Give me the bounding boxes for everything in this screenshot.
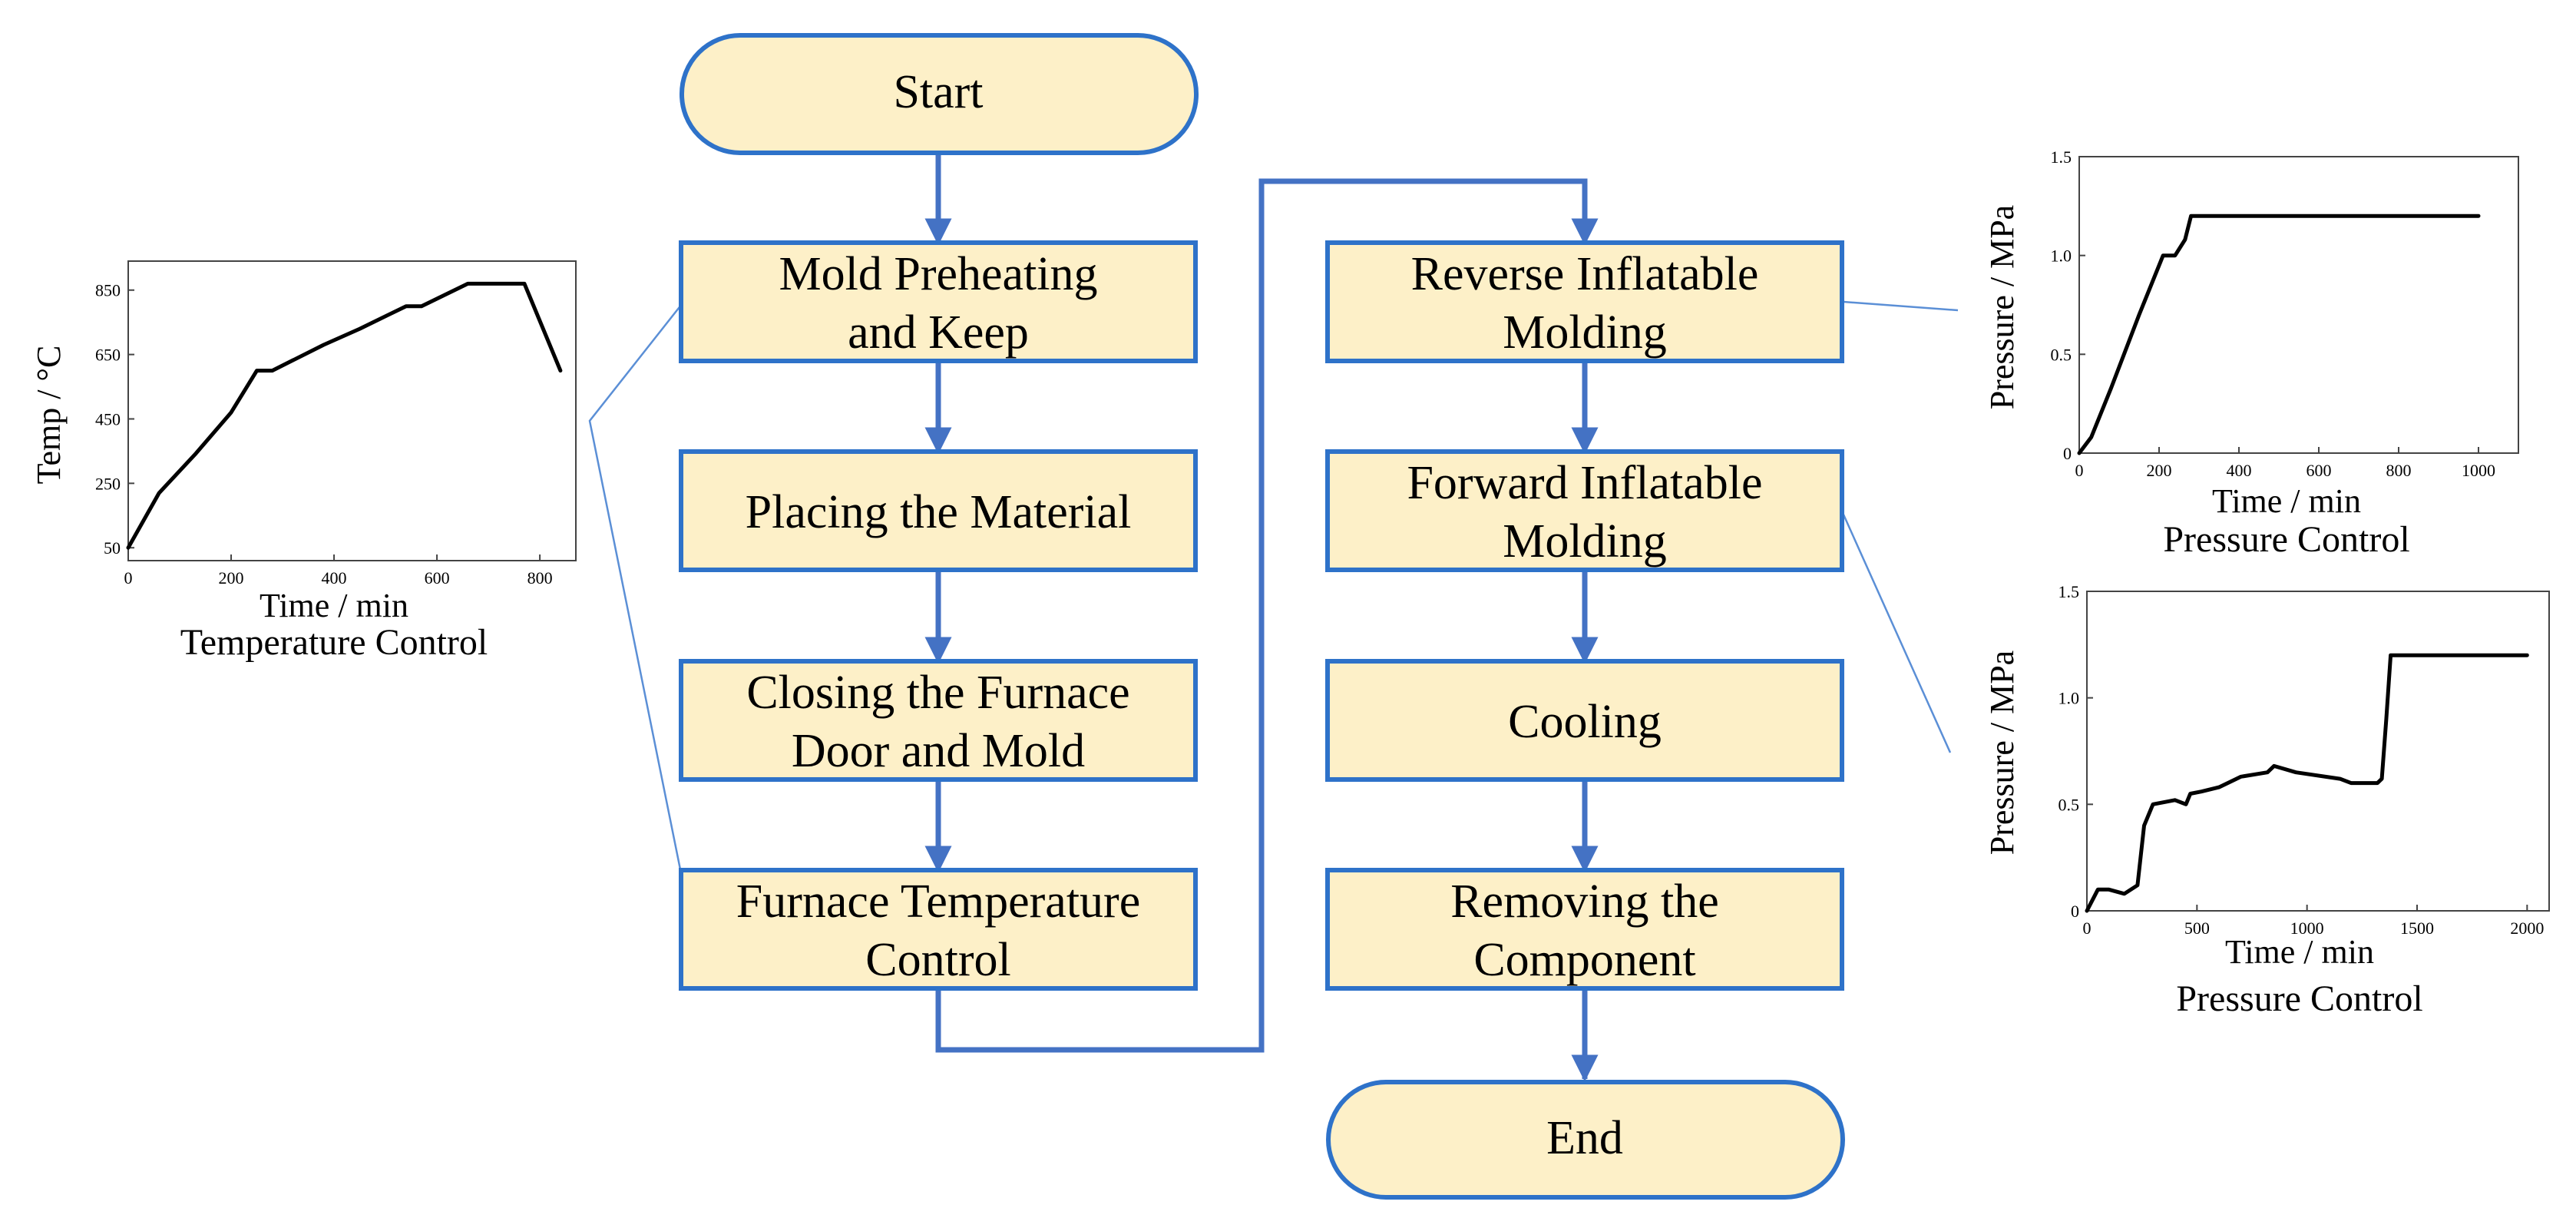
right-node-4-line-2: Component xyxy=(1473,934,1695,986)
x-tick-label: 600 xyxy=(425,568,450,588)
leader-lines xyxy=(588,300,1959,878)
y-tick-label: 250 xyxy=(95,474,121,493)
left-node-1: Mold Preheating and Keep xyxy=(679,240,1198,363)
pressure-chart-lower-ylabel: Pressure / MPa xyxy=(1983,650,2021,855)
x-tick-label: 0 xyxy=(2075,461,2084,480)
right-node-1-line-1: Reverse Inflatable xyxy=(1411,248,1759,300)
temperature-chart-xlabel: Time / min xyxy=(260,587,408,624)
temperature-chart-ylabel: Temp / °C xyxy=(30,346,68,485)
y-tick-label: 650 xyxy=(95,346,121,365)
y-tick-label: 0.5 xyxy=(2058,795,2080,814)
y-tick-label: 0.5 xyxy=(2051,345,2072,364)
right-node-1-line-2: Molding xyxy=(1503,306,1667,359)
temperature-chart-frame xyxy=(127,260,577,561)
flow-connectors xyxy=(924,153,1599,1082)
right-node-3: Cooling xyxy=(1325,659,1844,782)
pressure-chart-upper-ylabel: Pressure / MPa xyxy=(1983,205,2021,409)
pressure-chart-upper-caption: Pressure Control xyxy=(2163,519,2409,560)
node-start: Start xyxy=(680,33,1199,155)
pressure-upper-series-line xyxy=(2077,213,2481,455)
y-tick-label: 1.5 xyxy=(2058,582,2080,601)
y-tick-label: 0 xyxy=(2063,444,2072,463)
x-tick-label: 1000 xyxy=(2290,919,2324,938)
leader-preheat-to-temp-chart xyxy=(588,303,683,878)
y-tick-label: 1.5 xyxy=(2051,147,2072,167)
pressure-chart-upper: 0 200 400 600 800 1000 0 0.5 1.0 1.5 Pressure / M… xyxy=(1983,147,2519,560)
leader-forward-to-pressure-chart xyxy=(1842,514,1952,753)
x-tick-label: 2000 xyxy=(2510,919,2544,938)
node-end: End xyxy=(1326,1080,1845,1200)
pressure-chart-lower-ticks: 0 500 1000 1500 2000 0 0.5 1.0 1.5 xyxy=(2058,582,2545,938)
x-tick-label: 800 xyxy=(2386,461,2412,480)
left-node-2-line-1: Placing the Material xyxy=(746,486,1132,538)
node-end-label: End xyxy=(1546,1112,1623,1164)
pressure-chart-lower-caption: Pressure Control xyxy=(2176,978,2422,1019)
x-tick-label: 200 xyxy=(219,568,244,588)
right-node-4-line-1: Removing the xyxy=(1450,875,1719,928)
right-node-3-line-1: Cooling xyxy=(1508,696,1662,748)
right-node-2-line-1: Forward Inflatable xyxy=(1407,457,1762,509)
pressure-chart-upper-frame xyxy=(2078,156,2519,454)
temperature-series-line xyxy=(126,281,563,550)
y-tick-label: 0 xyxy=(2071,902,2079,921)
x-tick-label: 0 xyxy=(124,568,133,588)
x-tick-label: 0 xyxy=(2083,919,2092,938)
x-tick-label: 400 xyxy=(2227,461,2252,480)
x-tick-label: 400 xyxy=(322,568,347,588)
pressure-chart-lower: 0 500 1000 1500 2000 0 0.5 1.0 1.5 Pressure / MP… xyxy=(1983,582,2550,1019)
x-tick-label: 1500 xyxy=(2400,919,2434,938)
y-tick-label: 50 xyxy=(104,538,121,558)
arrow-furnace-to-reverse xyxy=(935,178,1599,1053)
x-tick-label: 600 xyxy=(2306,461,2332,480)
leader-reverse-to-pressure-chart xyxy=(1843,300,1959,312)
x-tick-label: 200 xyxy=(2147,461,2172,480)
x-tick-label: 500 xyxy=(2184,919,2210,938)
left-node-4-line-2: Control xyxy=(865,934,1010,986)
temperature-chart-ticks: 0 200 400 600 800 50 250 450 650 850 xyxy=(95,281,553,588)
x-tick-label: 800 xyxy=(527,568,553,588)
left-node-1-line-2: and Keep xyxy=(848,306,1029,359)
pressure-chart-upper-xlabel: Time / min xyxy=(2212,482,2361,520)
node-start-label: Start xyxy=(893,66,983,118)
y-tick-label: 1.0 xyxy=(2051,247,2072,266)
right-node-2-line-2: Molding xyxy=(1503,515,1667,568)
pressure-chart-lower-frame xyxy=(2086,591,2550,912)
y-tick-label: 1.0 xyxy=(2058,689,2080,708)
y-tick-label: 850 xyxy=(95,281,121,300)
left-node-1-line-1: Mold Preheating xyxy=(779,248,1098,300)
pressure-chart-upper-ticks: 0 200 400 600 800 1000 0 0.5 1.0 1.5 xyxy=(2051,147,2496,480)
temperature-chart-caption: Temperature Control xyxy=(180,622,488,663)
left-node-2: Placing the Material xyxy=(679,449,1198,572)
pressure-chart-lower-xlabel: Time / min xyxy=(2225,933,2374,971)
temperature-chart: 0 200 400 600 800 50 250 450 650 850 Temp / °C Ti… xyxy=(30,260,577,663)
left-node-3-line-2: Door and Mold xyxy=(792,725,1085,777)
left-node-4-line-1: Furnace Temperature xyxy=(736,875,1140,928)
pressure-lower-series-line xyxy=(2085,653,2529,913)
y-tick-label: 450 xyxy=(95,409,121,429)
left-node-3-line-1: Closing the Furnace xyxy=(746,667,1129,719)
x-tick-label: 1000 xyxy=(2462,461,2495,480)
